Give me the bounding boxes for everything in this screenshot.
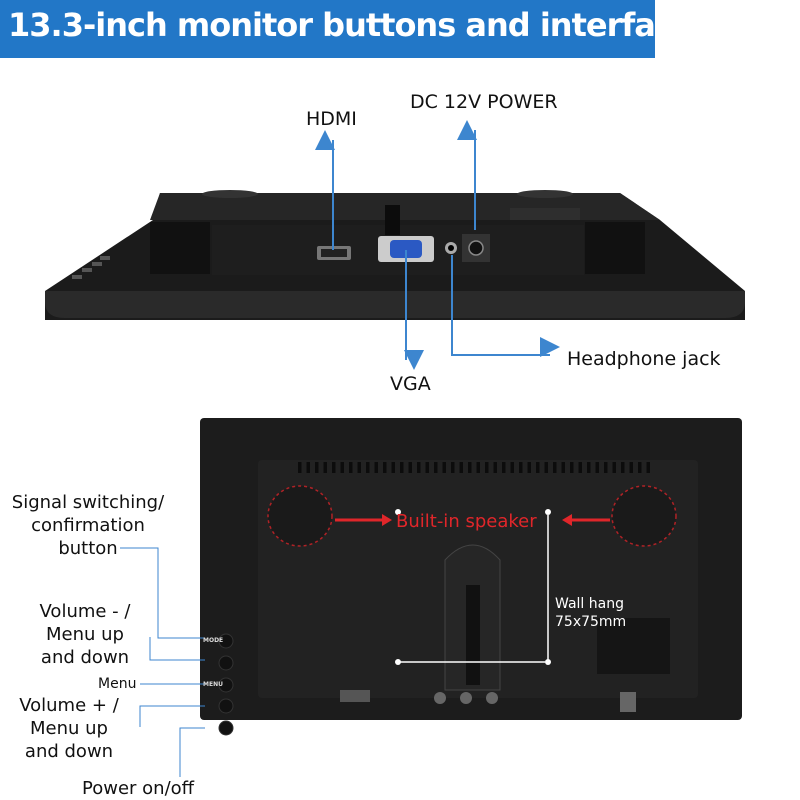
label-menu: Menu [98, 676, 137, 692]
label-volume-minus: Volume - / Menu up and down [39, 601, 131, 668]
button-callouts [120, 547, 205, 777]
port-callouts [315, 120, 560, 370]
label-vga: VGA [390, 373, 431, 395]
page-title: 13.3-inch monitor buttons and interface [8, 6, 695, 44]
label-hdmi: HDMI [306, 108, 357, 130]
label-wall-hang: Wall hang 75x75mm [555, 596, 627, 630]
label-headphone: Headphone jack [567, 348, 721, 370]
title-banner: 13.3-inch monitor buttons and interface [0, 0, 695, 58]
label-signal-switching: Signal switching/ confirmation button [11, 492, 165, 559]
mode-mark: MODE [203, 637, 224, 644]
menu-mark: MENU [203, 681, 223, 688]
label-dc-power: DC 12V POWER [410, 91, 558, 113]
label-volume-plus: Volume + / Menu up and down [19, 695, 119, 762]
label-power: Power on/off [82, 778, 195, 799]
label-speaker: Built-in speaker [396, 511, 537, 532]
monitor-back-view [200, 418, 742, 736]
monitor-bottom-view [45, 190, 745, 320]
